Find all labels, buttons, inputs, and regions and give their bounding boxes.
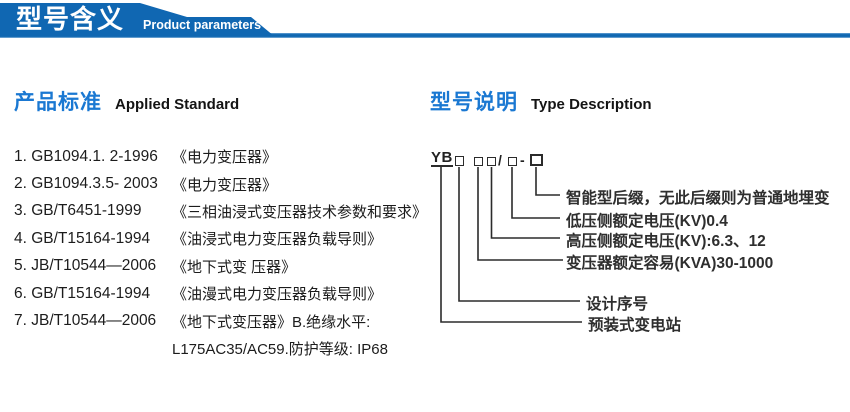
standard-code: 6. GB/T15164-1994 <box>14 284 151 302</box>
standard-code: 5. JB/T10544—2006 <box>14 257 157 275</box>
banner-underline-strip <box>0 33 850 38</box>
label-rated-capacity: 变压器额定容易(KVA)30-1000 <box>566 255 774 272</box>
page-header-banner: 型号含义 Product parameters <box>0 3 274 36</box>
standard-item: 3. GB/T6451-1999 《三相油浸式变压器技术参数和要求》 <box>14 198 434 225</box>
standard-code: 2. GB1094.3.5- 2003 <box>14 175 158 193</box>
code-dash-separator: - <box>520 152 525 168</box>
standard-item: 4. GB/T15164-1994 《油浸式电力变压器负载导则》 <box>14 225 434 252</box>
standard-code: 1. GB1094.1. 2-1996 <box>14 147 158 165</box>
prefix-underline <box>431 165 453 167</box>
standard-item-continuation: L175AC35/AC59.防护等级: IP68 <box>14 335 434 362</box>
standard-item: 6. GB/T15164-1994 《油漫式电力变压器负载导则》 <box>14 280 434 307</box>
standard-title: 《地下式变 压器》 <box>172 258 297 276</box>
code-box-capacity <box>474 157 483 166</box>
applied-standard-heading-cn: 产品标准 <box>14 91 102 114</box>
code-slash-separator: / <box>498 152 502 168</box>
standard-title: 《电力变压器》 <box>172 176 278 194</box>
standard-title: 《地下式变压器》B.绝缘水平: <box>172 313 371 331</box>
applied-standard-heading-en: Applied Standard <box>115 96 240 113</box>
label-design-serial: 设计序号 <box>586 296 649 313</box>
standard-title: 《油浸式电力变压器负载导则》 <box>172 231 383 249</box>
page-subtitle: Product parameters <box>143 18 262 32</box>
type-description-heading-cn: 型号说明 <box>430 91 518 114</box>
code-box-hv-voltage <box>487 157 496 166</box>
page-title: 型号含义 <box>16 4 125 34</box>
code-box-smart-suffix <box>530 154 543 166</box>
code-box-design-serial <box>455 156 464 166</box>
standard-title: 《油漫式电力变压器负载导则》 <box>172 286 383 304</box>
leader-lines <box>440 167 582 323</box>
standard-item: 7. JB/T10544—2006 《地下式变压器》B.绝缘水平: <box>14 307 434 334</box>
standard-title: 《三相油浸式变压器技术参数和要求》 <box>172 203 428 221</box>
standard-title: 《电力变压器》 <box>172 149 278 167</box>
type-description-heading: 型号说明 Type Description <box>430 86 652 116</box>
label-smart-suffix: 智能型后缀，无此后缀则为普通地埋变 <box>566 190 830 207</box>
type-description-heading-en: Type Description <box>531 96 652 113</box>
code-box-lv-voltage <box>508 157 517 166</box>
standard-item: 2. GB1094.3.5- 2003 《电力变压器》 <box>14 170 434 197</box>
standard-code: 3. GB/T6451-1999 <box>14 202 142 220</box>
standards-list: 1. GB1094.1. 2-1996 《电力变压器》 2. GB1094.3.… <box>14 143 434 362</box>
label-substation: 预装式变电站 <box>588 317 682 334</box>
model-code-prefix: YB <box>431 149 453 166</box>
standard-item: 5. JB/T10544—2006 《地下式变 压器》 <box>14 253 434 280</box>
standard-code: 7. JB/T10544—2006 <box>14 312 157 330</box>
label-lv-voltage: 低压侧额定电压(KV)0.4 <box>566 213 728 230</box>
applied-standard-heading: 产品标准 Applied Standard <box>14 86 239 116</box>
standard-item: 1. GB1094.1. 2-1996 《电力变压器》 <box>14 143 434 170</box>
standard-title: L175AC35/AC59.防护等级: IP68 <box>172 340 388 358</box>
label-hv-voltage: 高压侧额定电压(KV):6.3、12 <box>566 233 766 250</box>
standard-code: 4. GB/T15164-1994 <box>14 229 151 247</box>
model-code-diagram: YB / - 智能型后缀，无此后缀则为普通地埋变 低压侧额定电压(KV)0.4 … <box>420 130 850 365</box>
